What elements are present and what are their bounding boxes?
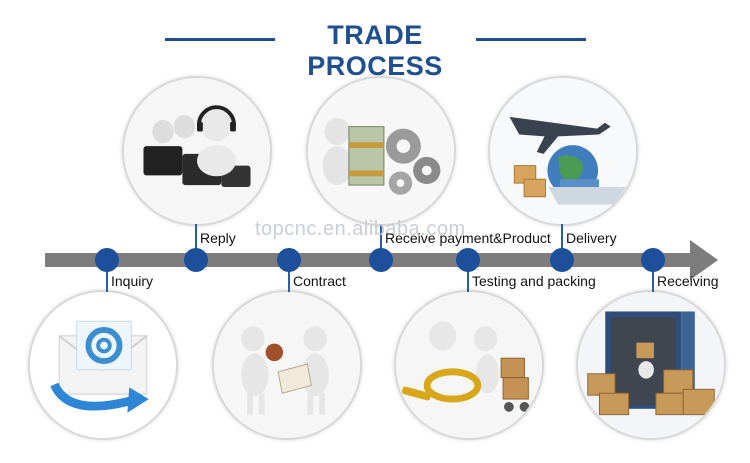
call-center-icon [124, 78, 270, 224]
testing-illustration [394, 290, 544, 440]
page-title: TRADE PROCESS [307, 20, 443, 81]
title-bar: TRADE PROCESS [0, 18, 750, 81]
watermark: topcnc.en.alibaba.com [255, 218, 466, 240]
step-node [456, 248, 480, 272]
step-label: Testing and packing [472, 273, 596, 289]
reply-illustration [122, 76, 272, 226]
step-node [95, 248, 119, 272]
receiving-illustration [576, 290, 726, 440]
title-line-left [165, 38, 275, 41]
email-at-icon [30, 292, 176, 438]
step-node [641, 248, 665, 272]
step-node [277, 248, 301, 272]
money-gears-icon [308, 78, 454, 224]
inquiry-illustration [28, 290, 178, 440]
step-label: Receive payment&Product [385, 230, 551, 246]
magnifier-boxes-icon [396, 292, 542, 438]
step-node [369, 248, 393, 272]
step-label: Receiving [657, 273, 719, 289]
step-node [550, 248, 574, 272]
payment-illustration [306, 76, 456, 226]
step-label: Reply [200, 230, 236, 246]
delivery-illustration [488, 76, 638, 226]
plane-ship-icon [490, 78, 636, 224]
contract-illustration [212, 290, 362, 440]
handshake-stamp-icon [214, 292, 360, 438]
step-label: Delivery [566, 230, 617, 246]
step-node [184, 248, 208, 272]
container-boxes-icon [578, 292, 724, 438]
title-line-right [476, 38, 586, 41]
step-label: Inquiry [111, 273, 154, 289]
step-label: Contract [293, 273, 346, 289]
